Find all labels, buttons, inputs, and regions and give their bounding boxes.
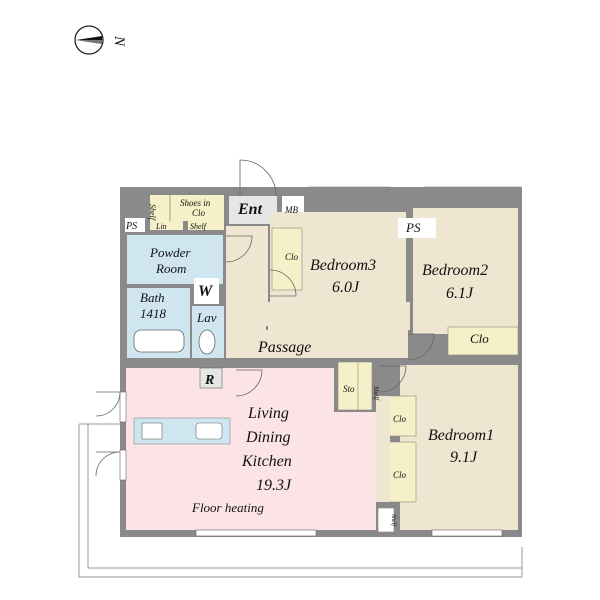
bedroom3-label: Bedroom3: [310, 257, 376, 274]
shelf-mid-label: Shelf: [372, 386, 380, 401]
pipe-space-right: [398, 218, 436, 238]
shoes-in-label: Shoes in: [180, 198, 211, 208]
storage: [337, 361, 373, 411]
refrigerator-label: R: [204, 373, 214, 388]
bedroom2-closet: [447, 326, 519, 356]
ps-right-label: PS: [405, 220, 421, 235]
north-label: N: [111, 35, 127, 47]
bedroom2-closet-label: Clo: [470, 331, 489, 346]
washer-label: W: [198, 283, 214, 300]
washer-space: [194, 278, 219, 304]
shelf-small: [188, 221, 224, 230]
shelf-top-label: Shelf: [148, 204, 157, 222]
living-dining-kitchen: [126, 368, 376, 530]
ldk-size-label: 19.3J: [256, 477, 292, 494]
bedroom2-label: Bedroom2: [422, 262, 488, 279]
entrance-floor: [229, 196, 277, 224]
bedroom3-closet-label: Clo: [285, 252, 299, 262]
ldk-dining-label: Dining: [245, 429, 290, 446]
bedroom1-label: Bedroom1: [428, 427, 494, 444]
floor-heating-label: Floor heating: [191, 500, 264, 515]
bedroom2-size: 6.1J: [446, 285, 474, 302]
balcony: [78, 423, 523, 578]
bedroom1-size: 9.1J: [450, 449, 478, 466]
passage-label: Passage: [257, 339, 311, 356]
toilet-icon: [198, 329, 216, 355]
storage-label: Sto: [343, 384, 355, 394]
ldk-living-label: Living: [247, 405, 289, 422]
shoes-clo-label: Clo: [192, 208, 206, 218]
lav-label: Lav: [196, 310, 217, 325]
powder-room: [127, 235, 223, 284]
bedroom1-closet-b-label: Clo: [393, 470, 407, 480]
bedroom3-closet: [271, 227, 303, 291]
windows: [119, 391, 503, 537]
bedroom1: [400, 365, 518, 530]
shoes-in-closet: [150, 195, 224, 221]
shelf-small-label: Shelf: [190, 222, 208, 231]
bath-size-label: 1418: [140, 306, 167, 321]
refrigerator: [199, 367, 223, 389]
bath-label: Bath: [140, 290, 165, 305]
pipe-space-left: [125, 218, 145, 232]
entrance-label: Ent: [237, 201, 263, 218]
door-swings: [95, 159, 435, 477]
linen-closet: [150, 221, 183, 230]
shelf-ldk-label: Shelf: [390, 514, 397, 527]
ldk-kitchen-label: Kitchen: [241, 453, 292, 470]
sink-icon: [195, 422, 223, 440]
linen-label: Lin: [155, 222, 167, 231]
ps-left-label: PS: [125, 221, 137, 232]
bedroom3-size: 6.0J: [332, 279, 360, 296]
north-arrow-icon: [74, 25, 104, 55]
meter-box-label: MB: [284, 205, 298, 215]
powder-room-label-1: Powder: [149, 245, 191, 260]
bathtub-icon: [133, 329, 185, 353]
bedroom1-closet-a-label: Clo: [393, 414, 407, 424]
shelf-ldk: [377, 507, 395, 533]
powder-room-label-2: Room: [155, 261, 186, 276]
stove-icon: [141, 422, 163, 440]
